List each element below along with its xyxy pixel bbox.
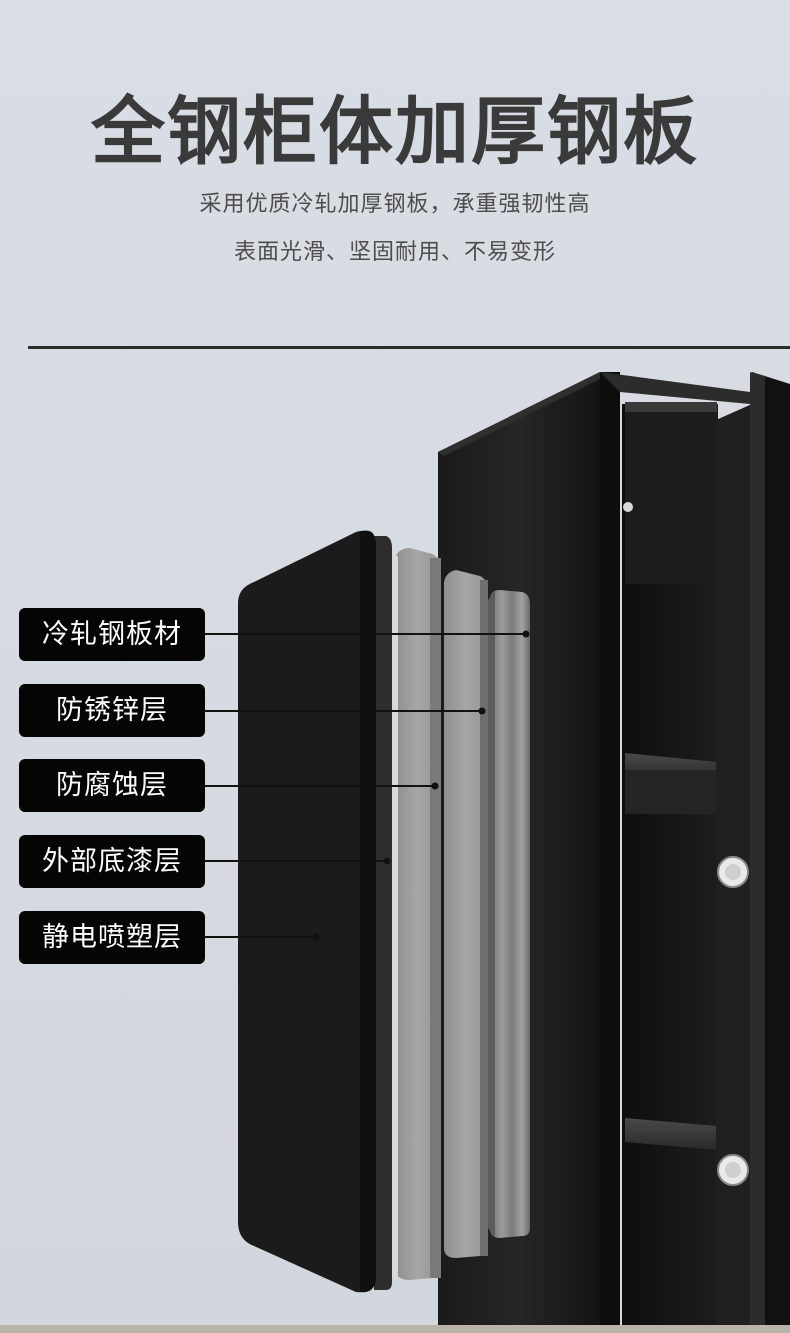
layer-label-outer-primer: 外部底漆层 bbox=[19, 835, 205, 888]
plate-outer-primer bbox=[374, 536, 392, 1290]
layer-label-antirust-zinc: 防锈锌层 bbox=[19, 684, 205, 737]
leader-line-5 bbox=[205, 933, 320, 941]
leader-line-4 bbox=[205, 857, 391, 865]
leader-line-1 bbox=[205, 630, 530, 638]
plate-anticorrosion bbox=[392, 548, 441, 1280]
layer-label-anticorrosion: 防腐蚀层 bbox=[19, 759, 205, 812]
subtitle-line-1: 采用优质冷轧加厚钢板，承重强韧性高 bbox=[199, 192, 591, 217]
door-hinge-upper bbox=[717, 856, 749, 888]
leader-line-3 bbox=[205, 782, 439, 790]
divider-line bbox=[28, 346, 790, 349]
leader-line-2 bbox=[205, 707, 486, 715]
plate-antirust-zinc bbox=[444, 570, 488, 1258]
door-hinge-lower bbox=[717, 1154, 749, 1186]
plate-cold-rolled-steel bbox=[488, 590, 530, 1238]
layer-label-electrostatic-powder: 静电喷塑层 bbox=[19, 911, 205, 964]
page-title: 全钢柜体加厚钢板 bbox=[91, 89, 699, 175]
cabinet-interior bbox=[600, 372, 750, 1325]
layer-label-cold-rolled-steel: 冷轧钢板材 bbox=[19, 608, 205, 661]
floor bbox=[0, 1325, 790, 1333]
plate-electrostatic-powder bbox=[238, 530, 376, 1293]
subtitle-line-2: 表面光滑、坚固耐用、不易变形 bbox=[233, 240, 556, 265]
